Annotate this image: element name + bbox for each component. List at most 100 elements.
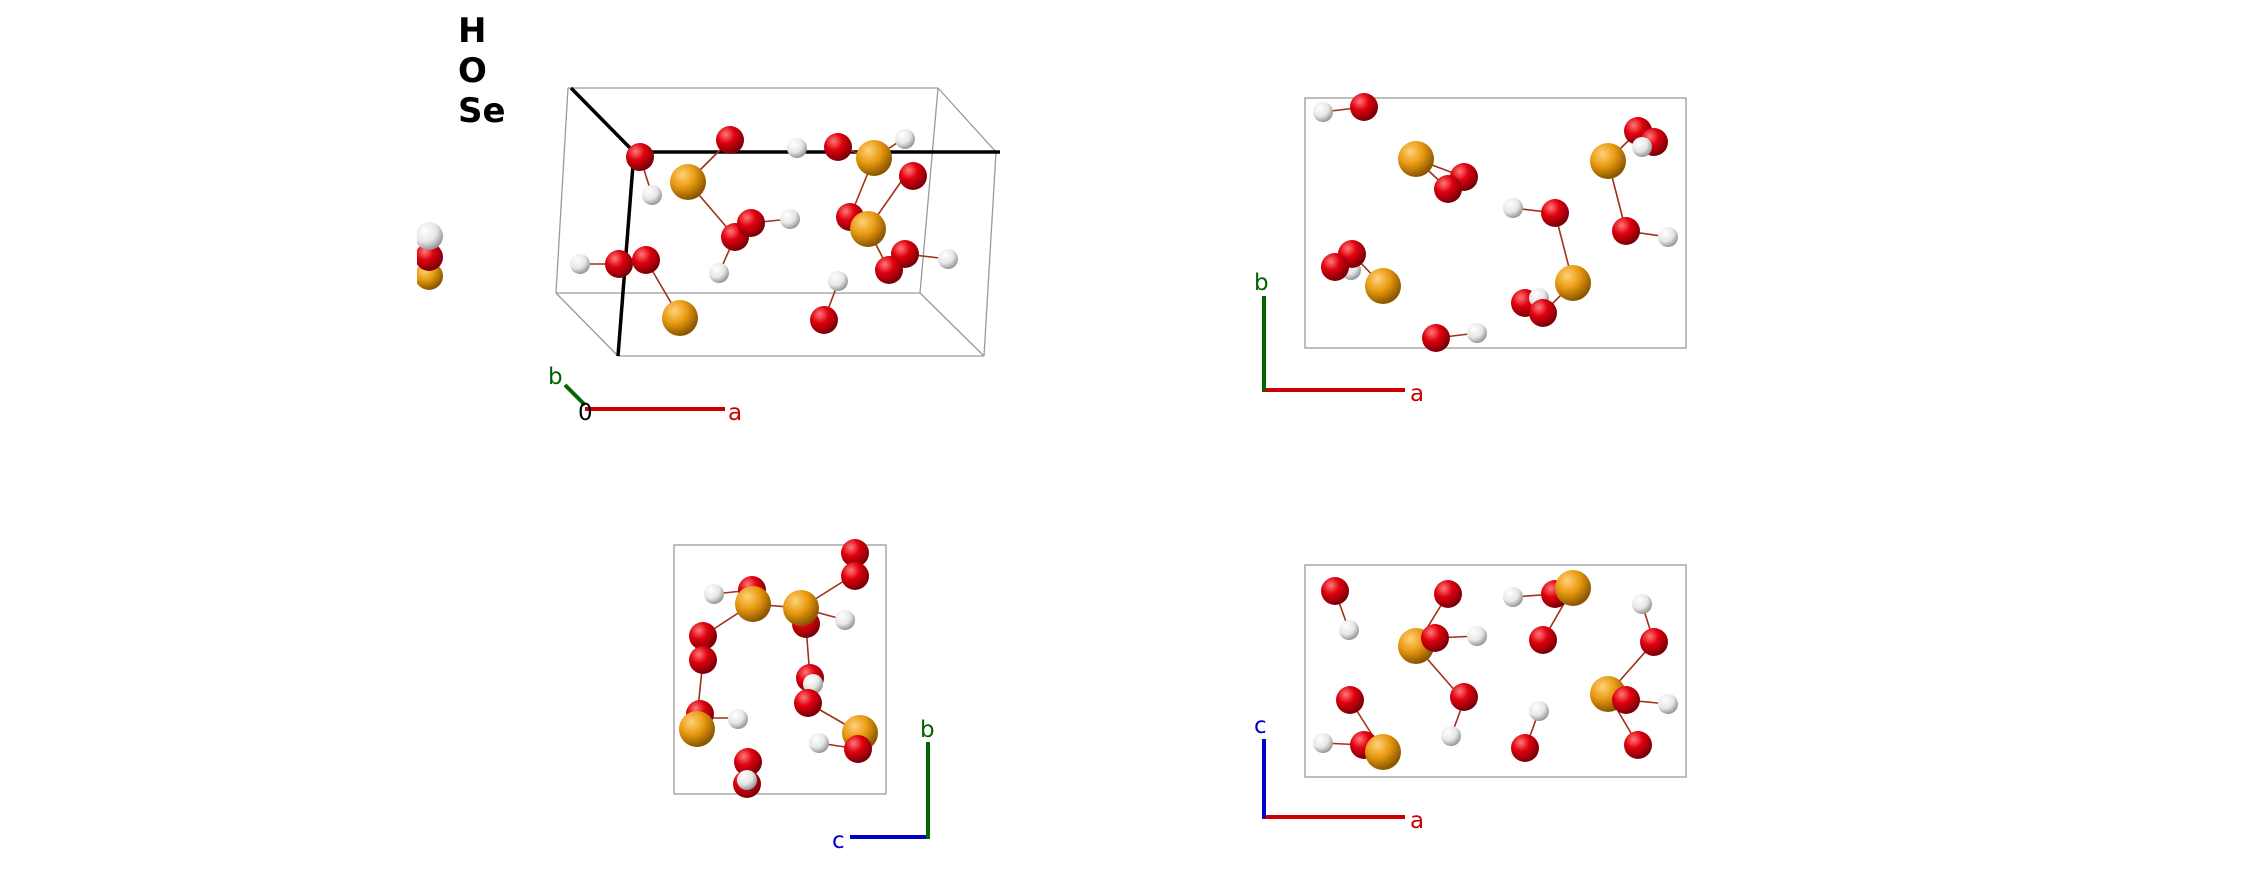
cell-edge — [983, 151, 997, 357]
oxygen-atom — [1321, 577, 1349, 605]
unit-cell-outline — [1304, 564, 1687, 778]
oxygen-atom — [716, 126, 744, 154]
unit-cell-edges — [555, 87, 997, 357]
hydrogen-atom — [728, 709, 748, 729]
selenium-atom — [1365, 734, 1401, 770]
legend-label-se: Se — [458, 91, 506, 131]
oxygen-atom — [1529, 299, 1557, 327]
axis-a-label: a — [728, 400, 742, 426]
hydrogen-atom — [835, 610, 855, 630]
oxygen-atom — [734, 748, 762, 776]
selenium-atom — [670, 164, 706, 200]
cell-edge — [569, 86, 636, 154]
selenium-atom — [679, 711, 715, 747]
selenium-atom — [1365, 268, 1401, 304]
legend-spheres — [400, 215, 443, 295]
oxygen-atom — [1336, 686, 1364, 714]
hydrogen-atom — [1467, 626, 1487, 646]
oxygen-atom — [1434, 580, 1462, 608]
hydrogen-atom — [787, 138, 807, 158]
selenium-atom — [735, 586, 771, 622]
hydrogen-atom — [1632, 594, 1652, 614]
hydrogen-atom — [938, 249, 958, 269]
axis-origin-label: 0 — [578, 400, 593, 426]
atoms — [1313, 570, 1678, 770]
oxygen-atom — [899, 162, 927, 190]
hydrogen-atom — [1503, 587, 1523, 607]
axis-b-label: b — [548, 364, 563, 390]
oxygen-atom — [841, 562, 869, 590]
oxygen-atom — [841, 539, 869, 567]
oxygen-atom — [737, 209, 765, 237]
selenium-atom — [662, 300, 698, 336]
a-axis-view: c b — [673, 539, 935, 854]
oxygen-atom — [1612, 686, 1640, 714]
selenium-atom — [856, 140, 892, 176]
oxygen-atom — [1529, 626, 1557, 654]
selenium-atom — [1555, 570, 1591, 606]
hydrogen-atom — [1441, 726, 1461, 746]
selenium-atom — [850, 211, 886, 247]
c-axis-view: a b — [1254, 93, 1687, 407]
hydrogen-atom — [828, 271, 848, 291]
legend-label-h: H — [458, 11, 487, 51]
oxygen-atom — [605, 250, 633, 278]
axis-c-label: c — [1254, 713, 1267, 739]
oxygen-atom — [1511, 734, 1539, 762]
oxygen-atom — [1541, 199, 1569, 227]
unit-cell-outline — [1304, 97, 1687, 349]
legend-label-o: O — [458, 51, 487, 91]
hydrogen-atom — [1658, 694, 1678, 714]
atoms — [570, 126, 958, 336]
axis-a-label: a — [1410, 808, 1424, 834]
hydrogen-atom — [1503, 198, 1523, 218]
oxygen-atom — [1434, 175, 1462, 203]
oxygen-atom — [1421, 624, 1449, 652]
oxygen-atom — [875, 256, 903, 284]
oxygen-atom — [1321, 253, 1349, 281]
hydrogen-atom — [1658, 227, 1678, 247]
hydrogen-atom — [1529, 701, 1549, 721]
cell-edge — [937, 87, 997, 153]
bonds — [1322, 587, 1669, 753]
hydrogen-atom — [780, 209, 800, 229]
hydrogen-atom — [704, 584, 724, 604]
atoms — [679, 539, 878, 798]
hydrogen-atom — [709, 263, 729, 283]
selenium-atom — [1590, 143, 1626, 179]
hydrogen-atom — [1339, 620, 1359, 640]
oxygen-atom — [689, 622, 717, 650]
hydrogen-atom — [809, 733, 829, 753]
hydrogen-atom — [1632, 137, 1652, 157]
hydrogen-atom — [1313, 733, 1333, 753]
hydrogen-atom — [642, 185, 662, 205]
axis-indicator-perspective: 0 a b — [548, 364, 742, 426]
b-axis-view: a c — [1254, 564, 1687, 834]
axis-b-label: b — [1254, 270, 1269, 296]
oxygen-atom — [689, 646, 717, 674]
hydrogen-atom — [737, 770, 757, 790]
oxygen-atom — [1422, 324, 1450, 352]
cell-edge — [555, 292, 619, 357]
atoms — [1313, 93, 1678, 352]
oxygen-atom — [844, 735, 872, 763]
cell-edge — [919, 87, 939, 294]
selenium-atom — [1398, 141, 1434, 177]
hydrogen-atom — [1467, 323, 1487, 343]
legend-sphere-o — [415, 243, 443, 271]
oxygen-atom — [1612, 217, 1640, 245]
oxygen-atom — [1450, 683, 1478, 711]
oxygen-atom — [1640, 628, 1668, 656]
oxygen-atom — [810, 306, 838, 334]
hydrogen-atom — [1313, 102, 1333, 122]
oxygen-atom — [626, 143, 654, 171]
cell-edge — [919, 292, 985, 357]
axis-c-label: c — [832, 828, 845, 854]
oxygen-atom — [794, 689, 822, 717]
cell-edge — [555, 87, 569, 294]
axis-indicator-b-view: a c — [1254, 713, 1424, 834]
selenium-atom — [1555, 265, 1591, 301]
hydrogen-atom — [570, 254, 590, 274]
axis-indicator-c-view: a b — [1254, 270, 1424, 407]
